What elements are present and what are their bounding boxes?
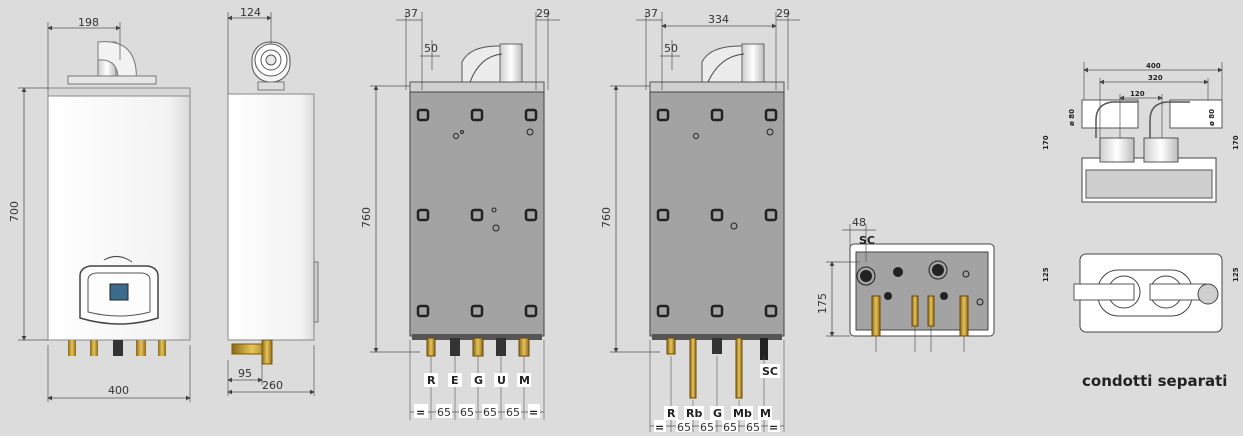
dim-50: 50	[424, 42, 438, 55]
sp-65b: 65	[460, 406, 474, 419]
rear-view-2: SC R Rb G Mb M = 65 65 65 65 = 37 334 29…	[600, 7, 800, 434]
dim-125-left: 125	[1042, 267, 1050, 282]
sp-eq-left: =	[416, 406, 425, 419]
sp2-eq-left: =	[655, 421, 664, 432]
sp2-65d: 65	[746, 421, 760, 432]
sp2-65b: 65	[700, 421, 714, 432]
front-view: 198 700 400	[8, 16, 191, 402]
caption-separate-flues: condotti separati	[1082, 372, 1227, 390]
dim-120: 120	[1130, 90, 1145, 98]
dim-50-2: 50	[664, 42, 678, 55]
sc-label-rear: SC	[762, 365, 778, 378]
conn-E: E	[451, 374, 459, 387]
conn-Rb: Rb	[686, 407, 702, 420]
rear-view-1: R E G U M = 65 65 65 65 = 37 29 50 760	[360, 7, 560, 420]
conn-U: U	[497, 374, 506, 387]
dim-170-right: 170	[1232, 135, 1240, 150]
flue-left	[1081, 99, 1139, 129]
sp2-65c: 65	[723, 421, 737, 432]
sp2-65a: 65	[677, 421, 691, 432]
sc-label-bottom: SC	[859, 234, 875, 247]
display-screen	[109, 283, 129, 301]
dim-29: 29	[536, 7, 550, 20]
bottom-view: 48 SC 175	[816, 216, 995, 352]
dim-d80-right: ø 80	[1208, 109, 1216, 126]
flue-right	[1169, 99, 1223, 129]
side-casing	[227, 93, 315, 341]
dim-334: 334	[708, 13, 729, 26]
sp2-eq-right: =	[769, 421, 778, 432]
conn-G-2: G	[713, 407, 722, 420]
dim-125-right: 125	[1232, 267, 1240, 282]
flue-plan-right	[1149, 283, 1207, 301]
conn-R-2: R	[667, 407, 676, 420]
mounting-bracket	[67, 75, 157, 85]
dim-760: 760	[360, 207, 373, 228]
dim-48: 48	[852, 216, 866, 229]
dim-29-2: 29	[776, 7, 790, 20]
side-view: 124 95 260	[227, 6, 319, 396]
sp-65c: 65	[483, 406, 497, 419]
dim-198: 198	[78, 16, 99, 29]
dim-95: 95	[238, 367, 252, 380]
brand-logo	[103, 256, 133, 263]
dim-320: 320	[1148, 74, 1163, 82]
sp-65a: 65	[437, 406, 451, 419]
dim-d80-left: ø 80	[1068, 109, 1076, 126]
dim-760-2: 760	[600, 207, 613, 228]
rear-fittings-1	[426, 337, 530, 357]
front-fittings	[68, 340, 166, 356]
sp-65d: 65	[506, 406, 520, 419]
conn-M-2: M	[760, 407, 771, 420]
separate-flues-view: 400 320 120 ø 80 ø 80 170 170 125 125 co…	[1042, 62, 1240, 390]
dim-37: 37	[404, 7, 418, 20]
dim-124: 124	[240, 6, 261, 19]
dim-400: 400	[108, 384, 129, 397]
dim-260: 260	[262, 379, 283, 392]
rear-plate	[409, 91, 545, 337]
conn-R: R	[427, 374, 436, 387]
dim-37-2: 37	[644, 7, 658, 20]
flue-plan-left	[1073, 283, 1135, 301]
dim-175: 175	[816, 293, 829, 314]
dim-700: 700	[8, 201, 21, 222]
rear-fittings-2	[666, 337, 768, 399]
rear-plate-2	[649, 91, 785, 337]
sp-eq-right: =	[529, 406, 538, 419]
conn-Mb: Mb	[733, 407, 752, 420]
dim-400-flue: 400	[1146, 62, 1161, 70]
conn-G: G	[474, 374, 483, 387]
dim-170-left: 170	[1042, 135, 1050, 150]
conn-M: M	[519, 374, 530, 387]
